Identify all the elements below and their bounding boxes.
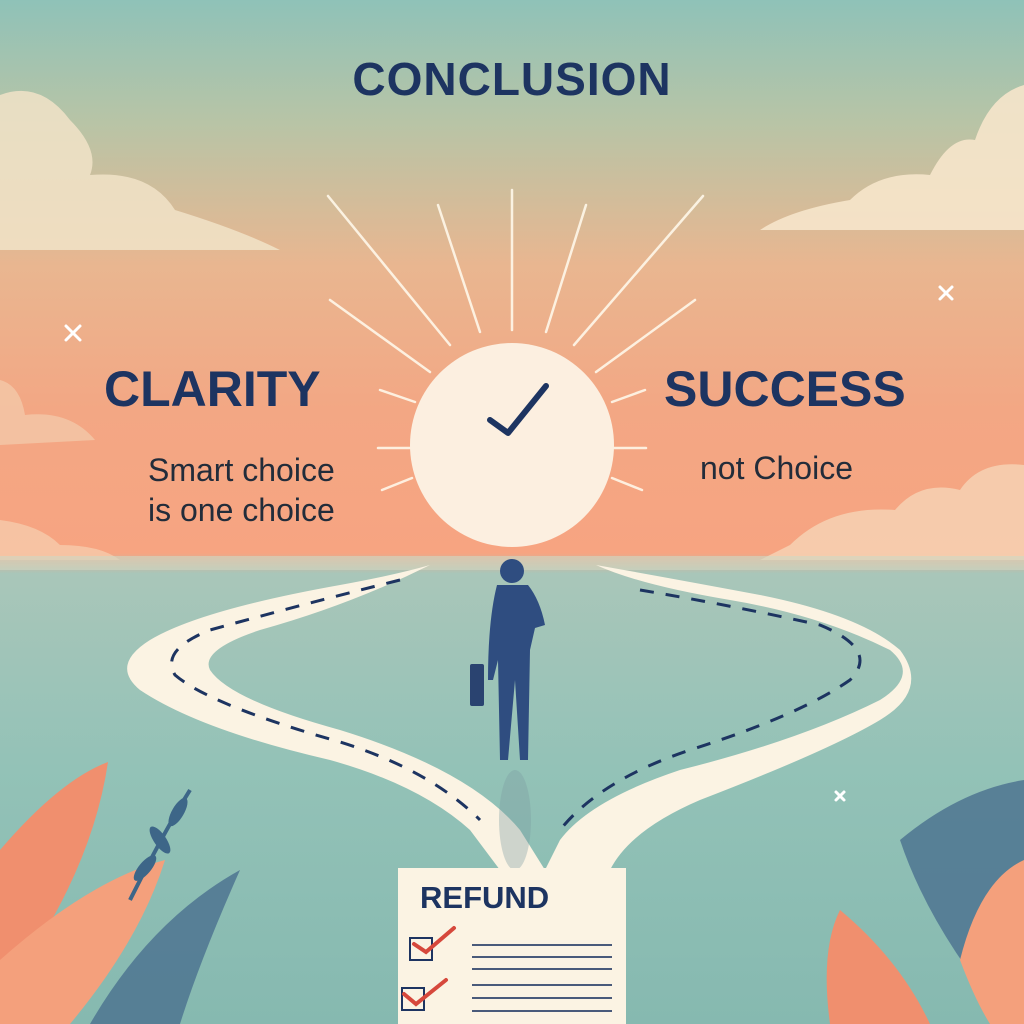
sparkle-icons	[64, 285, 954, 802]
cloud-right-low	[760, 464, 1024, 560]
briefcase	[470, 664, 484, 706]
left-caption-line-2: is one choice	[148, 492, 335, 528]
page-title: CONCLUSION	[352, 53, 672, 105]
document-title: REFUND	[420, 880, 550, 915]
refund-document	[398, 868, 626, 1024]
sun-rays	[326, 188, 705, 492]
right-caption: not Choice	[700, 450, 853, 486]
cloud-left-mid	[0, 380, 95, 445]
clarity-heading: CLARITY	[104, 361, 321, 417]
left-road	[127, 565, 545, 870]
sun	[410, 343, 614, 547]
cloud-top-right	[760, 85, 1024, 230]
checkmark-icon	[487, 383, 549, 436]
road-dashes	[170, 578, 862, 831]
plants-right	[826, 780, 1024, 1024]
right-road	[545, 565, 912, 870]
person-figure	[470, 559, 545, 760]
success-heading: SUCCESS	[664, 361, 906, 417]
left-caption-line-1: Smart choice	[148, 452, 335, 488]
cloud-top-left	[0, 90, 280, 250]
plants-left	[0, 762, 240, 1024]
cloud-left-low	[0, 520, 120, 560]
